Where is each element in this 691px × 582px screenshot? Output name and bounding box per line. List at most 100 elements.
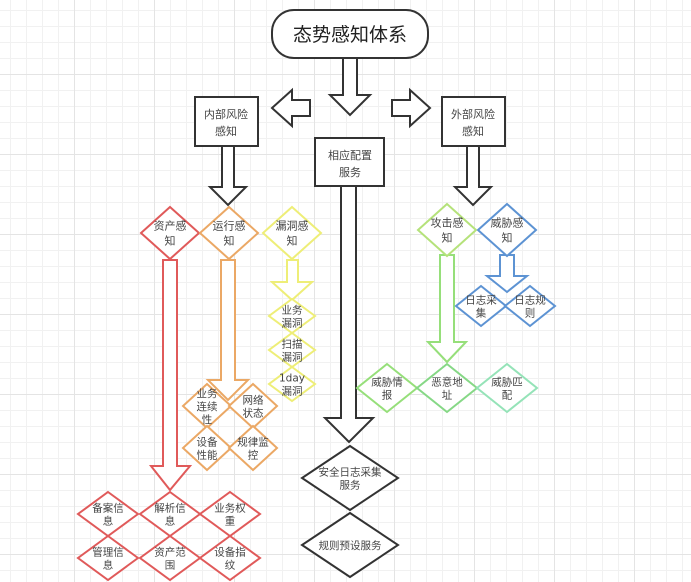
node-label: 威胁匹 bbox=[491, 376, 523, 389]
node-label: 规律监 bbox=[237, 436, 269, 449]
log-collection-node: 日志采集 bbox=[454, 284, 508, 328]
node-label: 攻击感 bbox=[431, 216, 464, 230]
node-label: 配 bbox=[502, 390, 513, 402]
root-node: 态势感知体系 bbox=[271, 9, 429, 59]
diamond-shape bbox=[227, 424, 279, 472]
node-label: 漏洞 bbox=[282, 352, 303, 364]
node-label: 服务 bbox=[340, 479, 361, 492]
external-risk-node: 外部风险 感知 bbox=[441, 96, 506, 147]
config-label-1: 相应配置 bbox=[328, 148, 372, 162]
config-service-node: 相应配置 服务 bbox=[314, 137, 385, 187]
node-label: 业务权 bbox=[214, 502, 246, 515]
node-label: 设备指 bbox=[214, 546, 246, 559]
diamond-shape bbox=[355, 362, 419, 414]
diamond-shape bbox=[415, 362, 479, 414]
diamond-shape bbox=[181, 424, 233, 472]
diamond-shape bbox=[475, 362, 539, 414]
arrow-runtime bbox=[205, 259, 251, 402]
node-label: 集 bbox=[476, 307, 487, 320]
node-label: 恶意地 bbox=[431, 376, 463, 389]
arrow-down-config bbox=[322, 185, 376, 444]
node-label: 日志采 bbox=[465, 294, 497, 307]
diamond-shape bbox=[138, 534, 202, 582]
internal-label-1: 内部风险 bbox=[204, 107, 248, 121]
arrow-attack bbox=[425, 254, 469, 364]
arrow-down-external bbox=[452, 145, 494, 207]
node-label: 设备 bbox=[197, 436, 218, 449]
node-label: 息 bbox=[103, 515, 114, 528]
node-label: 资产感 bbox=[154, 219, 187, 233]
diamond-shape bbox=[454, 284, 508, 328]
root-label: 态势感知体系 bbox=[293, 24, 407, 46]
diamond-shape bbox=[476, 202, 538, 258]
node-label: 解析信 bbox=[154, 502, 186, 515]
arrow-asset bbox=[148, 259, 193, 492]
node-label: 重 bbox=[225, 515, 236, 528]
node-label: 知 bbox=[287, 234, 298, 248]
node-label: 1day bbox=[279, 373, 305, 385]
node-label: 则 bbox=[525, 307, 536, 320]
external-label-2: 感知 bbox=[462, 124, 484, 138]
node-label: 性 bbox=[202, 413, 213, 426]
node-label: 威胁情 bbox=[371, 376, 403, 389]
node-label: 管理信 bbox=[92, 546, 124, 559]
node-label: 网络 bbox=[243, 394, 264, 407]
node-label: 日志规 bbox=[514, 294, 546, 307]
node-label: 安全日志采集 bbox=[319, 466, 382, 479]
node-label: 备案信 bbox=[92, 502, 124, 515]
node-label: 知 bbox=[442, 231, 453, 245]
node-label: 扫描 bbox=[282, 338, 303, 351]
node-label: 知 bbox=[165, 234, 176, 248]
arrow-down-root bbox=[327, 57, 373, 117]
node-label: 规则预设服务 bbox=[319, 539, 382, 552]
node-label: 纹 bbox=[225, 559, 236, 572]
internal-label-2: 感知 bbox=[215, 124, 237, 138]
diamond-shape bbox=[503, 284, 557, 328]
internal-risk-node: 内部风险 感知 bbox=[194, 96, 259, 147]
node-label: 资产范 bbox=[154, 546, 186, 559]
node-label: 业务 bbox=[282, 304, 303, 317]
config-label-2: 服务 bbox=[339, 166, 361, 179]
node-label: 息 bbox=[165, 515, 176, 528]
arrow-vuln bbox=[269, 259, 315, 302]
node-label: 状态 bbox=[243, 407, 264, 420]
node-label: 漏洞 bbox=[282, 386, 303, 398]
diamond-shape bbox=[198, 534, 262, 582]
node-label: 围 bbox=[165, 560, 176, 572]
external-label-1: 外部风险 bbox=[451, 107, 495, 121]
node-label: 连续 bbox=[197, 400, 218, 413]
node-label: 威胁感 bbox=[491, 216, 524, 230]
diamond-shape bbox=[76, 534, 140, 582]
diamond-shape bbox=[416, 202, 478, 258]
node-label: 漏洞 bbox=[282, 318, 303, 330]
node-label: 运行感 bbox=[213, 220, 246, 233]
diamond-shape bbox=[139, 205, 201, 261]
arrow-left-internal bbox=[270, 87, 311, 129]
node-label: 知 bbox=[502, 231, 513, 245]
diamond-shape bbox=[300, 444, 400, 512]
rule-preset-service-node: 规则预设服务 bbox=[300, 511, 400, 579]
